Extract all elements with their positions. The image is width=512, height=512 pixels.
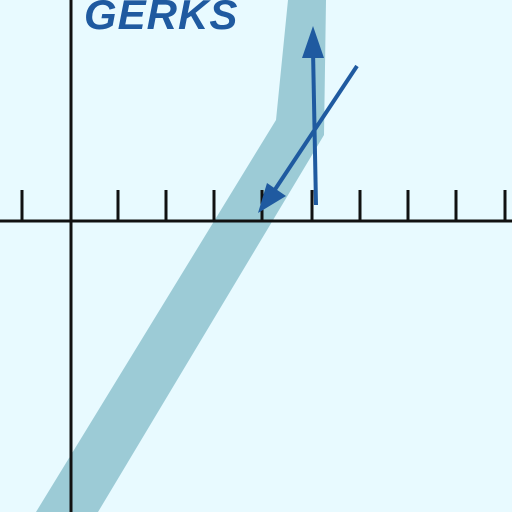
scale-ticks [20,190,507,221]
arrow-down-left-icon [258,64,359,213]
route-band [36,0,326,512]
fix-name-label: GERKS [84,0,239,38]
